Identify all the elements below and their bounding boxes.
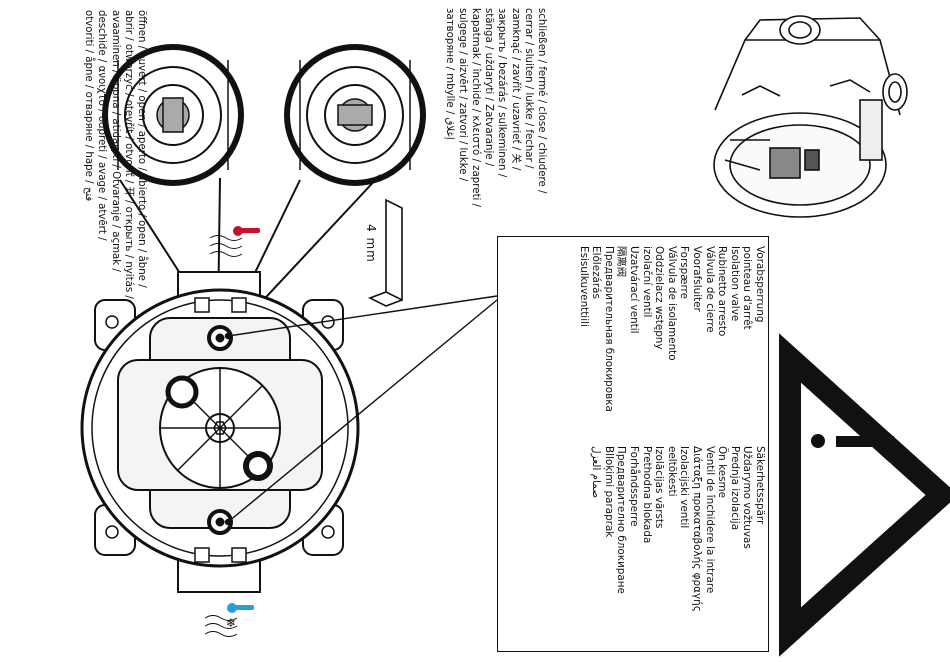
isolation-label: Voorafsluiter — [691, 246, 704, 312]
isolation-label: Rubinetto arresto — [716, 246, 729, 337]
installation-box-image — [713, 15, 908, 218]
close-detail-circle — [102, 44, 244, 321]
isolation-valve-labels-b: Säkerhetsspärr Uždarymo vožtuvas Prednja… — [590, 446, 766, 612]
isolation-label: Izolacijski ventil — [678, 446, 691, 529]
close-label: kapatmak / închide / κλειστό / zapreti / — [469, 8, 481, 207]
isolation-label: Uzatvárací ventil — [628, 246, 641, 334]
close-label: закрыть / bezárás / sulkeminen / — [496, 8, 508, 178]
leader-lines — [224, 295, 498, 526]
open-label: avaaminen / öppna / atidaryti / Otvaranj… — [109, 10, 121, 272]
open-label: otvoriti / åpne / отваряне / hape / فتح — [83, 10, 95, 202]
isolation-label: Предварително блокиране — [615, 446, 628, 594]
thermometer-cold-icon: ❄ — [204, 603, 254, 637]
close-label: затворяне / mbylle / إغلاق — [443, 8, 455, 140]
isolation-label: Prethodna blokada — [640, 446, 653, 544]
isolation-label: Ventil de închidere la intrare — [703, 446, 716, 594]
isolation-valve-labels-a: Vorabsperrung pointeau d'arrêt Isolation… — [577, 246, 766, 412]
allen-key-icon — [368, 198, 403, 307]
isolation-label: Prednja izolacija — [728, 446, 741, 531]
close-label: zamknąć / zavřít / uzavrieť / 关 / — [509, 8, 521, 171]
isolation-label: Vorabsperrung — [754, 246, 766, 323]
isolation-label: Forspærre — [678, 246, 691, 299]
isolation-label: صمام العزل — [590, 446, 603, 499]
open-label: deschide / ανοιχτό / odpreti / avage / a… — [96, 10, 108, 241]
isolation-label: pointeau d'arrêt — [741, 246, 754, 330]
close-label: sulgege / aizvērt / zatvori / lukke / — [456, 8, 468, 182]
isolation-label: Säkerhetsspärr — [754, 446, 766, 525]
tool-size-label: 4 mm — [364, 224, 378, 263]
isolation-valve-box — [497, 236, 769, 652]
isolation-label: Διάταξη προκαταβολής φραγής — [691, 446, 704, 612]
open-detail-circle — [231, 44, 426, 326]
isolation-label: Uždarymo vožtuvas — [741, 446, 754, 549]
isolation-label: Isolation valve — [728, 246, 741, 322]
isolation-label: Forhåndssperre — [628, 446, 641, 527]
close-labels: schließen / fermé / close / chiudere / c… — [442, 8, 548, 207]
open-label: abrir / otworzyć / otevřít / otvoriť / 开… — [122, 10, 134, 299]
thermometer-hot-icon — [209, 226, 260, 257]
isolation-label: eeltõkesti — [665, 446, 678, 497]
isolation-label: Blloķimi paraprak — [602, 446, 615, 538]
svg-text:❄: ❄ — [226, 616, 236, 630]
isolation-label: Válvula de isolamento — [665, 246, 678, 361]
isolation-label: Esisulkuventtiili — [577, 246, 590, 327]
warning-triangle-icon — [779, 333, 950, 657]
open-labels: öffnen / ouvert / open / aperto / abiert… — [82, 10, 148, 299]
isolation-label: Válvula de cierre — [703, 246, 716, 333]
isolation-label: Oddzielacz wstępny — [653, 246, 666, 350]
isolation-label: Izolācijas vārsts — [653, 446, 666, 529]
valve-body — [80, 271, 360, 593]
isolation-label: Előlezárás — [590, 246, 603, 299]
close-label: cerrar / sluiten / lukke / fechar / — [522, 8, 534, 169]
isolation-label: Предварительная блокировка — [602, 246, 615, 412]
close-label: schließen / fermé / close / chiudere / — [536, 8, 547, 194]
isolation-label: Ön kesme — [716, 446, 729, 499]
open-label: öffnen / ouvert / open / aperto / abiert… — [136, 10, 147, 288]
isolation-label: izolační ventil — [640, 246, 653, 318]
isolation-label: 隔离阀 — [615, 246, 628, 278]
close-label: stänga / uždaryti / Zatvaranje / — [483, 8, 495, 167]
